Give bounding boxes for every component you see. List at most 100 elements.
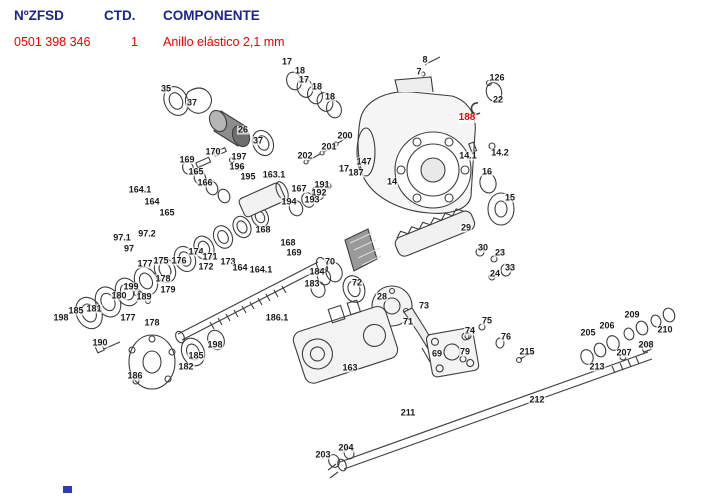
part-label: 30 <box>476 242 490 253</box>
part-label: 76 <box>499 331 513 342</box>
part-label: 147 <box>355 156 373 167</box>
part-label: 200 <box>336 130 354 141</box>
part-label: 213 <box>588 361 606 372</box>
part-label: 195 <box>239 171 257 182</box>
bearing-chain-top-left <box>158 82 278 160</box>
part-label: 17 <box>297 74 311 85</box>
part-label: 8 <box>421 54 429 65</box>
part-label: 168 <box>254 224 272 235</box>
part-label: 71 <box>401 316 415 327</box>
part-label: 194 <box>280 196 298 207</box>
part-label: 184 <box>308 266 326 277</box>
part-label: 69 <box>430 348 444 359</box>
part-label: 33 <box>503 262 517 273</box>
part-label: 14.1 <box>458 150 478 161</box>
part-label: 37 <box>251 135 265 146</box>
part-label: 201 <box>320 141 338 152</box>
part-label: 178 <box>143 317 161 328</box>
part-label: 97 <box>122 243 136 254</box>
part-label: 185 <box>67 305 85 316</box>
part-label: 24 <box>488 268 502 279</box>
part-label: 215 <box>518 346 536 357</box>
part-label: 18 <box>323 91 337 102</box>
part-label: 163 <box>341 362 359 373</box>
part-label: 164.1 <box>127 184 153 195</box>
part-label: 191 <box>313 179 331 190</box>
part-label: 209 <box>623 309 641 320</box>
part-label: 164 <box>231 262 249 273</box>
part-label: 202 <box>296 150 314 161</box>
part-label: 178 <box>154 273 172 284</box>
part-label: 165 <box>187 166 205 177</box>
part-label: 70 <box>323 256 337 267</box>
part-label: 97.2 <box>137 228 157 239</box>
part-label: 174 <box>187 246 205 257</box>
part-label: 185 <box>187 350 205 361</box>
part-label: 171 <box>201 251 219 262</box>
part-label: 169 <box>178 154 196 165</box>
part-label: 165 <box>158 207 176 218</box>
part-label: 203 <box>314 449 332 460</box>
part-label: 210 <box>656 324 674 335</box>
part-label: 181 <box>85 303 103 314</box>
column-header-nzfsd: NºZFSD <box>14 8 64 23</box>
part-label: 175 <box>152 255 170 266</box>
worm-gear <box>344 228 382 272</box>
part-label: 198 <box>52 312 70 323</box>
page-marker-icon <box>63 486 72 493</box>
part-label: 164.1 <box>248 264 274 275</box>
part-label: 37 <box>185 97 199 108</box>
part-label: 172 <box>197 261 215 272</box>
part-label: 176 <box>170 255 188 266</box>
right-seal-parts <box>468 79 515 226</box>
part-label: 180 <box>110 290 128 301</box>
part-label: 72 <box>350 277 364 288</box>
part-label: 23 <box>493 247 507 258</box>
part-qty: 1 <box>131 35 138 49</box>
part-label: 177 <box>119 312 137 323</box>
part-label: 16 <box>480 166 494 177</box>
part-label: 22 <box>491 94 505 105</box>
part-label: 73 <box>417 300 431 311</box>
column-header-componente: COMPONENTE <box>163 8 260 23</box>
part-label: 14.2 <box>490 147 510 158</box>
part-label: 186.1 <box>264 312 290 323</box>
part-label: 28 <box>375 291 389 302</box>
part-label: 211 <box>399 407 417 418</box>
part-label: 196 <box>228 161 246 172</box>
part-label: 183 <box>303 278 321 289</box>
part-label: 29 <box>459 222 473 233</box>
part-label: 18 <box>310 81 324 92</box>
part-label: 182 <box>177 361 195 372</box>
part-label: 197 <box>230 151 248 162</box>
part-label: 164 <box>143 196 161 207</box>
part-label: 212 <box>528 394 546 405</box>
part-label: 15 <box>503 192 517 203</box>
part-label: 173 <box>219 256 237 267</box>
part-label: 126 <box>488 72 506 83</box>
part-label: 193 <box>303 194 321 205</box>
part-number: 0501 398 346 <box>14 35 91 49</box>
part-label: 26 <box>236 124 250 135</box>
part-label: 97.1 <box>112 232 132 243</box>
part-label: 7 <box>415 66 423 77</box>
part-label: 192 <box>310 187 328 198</box>
part-label: 188 <box>457 112 477 123</box>
part-label: 79 <box>458 346 472 357</box>
part-label: 204 <box>337 442 355 453</box>
part-label: 189 <box>135 291 153 302</box>
part-label: 206 <box>598 320 616 331</box>
column-header-ctd: CTD. <box>104 8 136 23</box>
part-label: 168 <box>279 237 297 248</box>
part-label: 163.1 <box>261 169 287 180</box>
part-label: 18 <box>293 65 307 76</box>
valve-housing <box>292 299 399 384</box>
part-label: 167 <box>290 183 308 194</box>
part-label: 179 <box>159 284 177 295</box>
part-label: 75 <box>480 315 494 326</box>
part-label: 17 <box>280 56 294 67</box>
part-label: 198 <box>206 339 224 350</box>
